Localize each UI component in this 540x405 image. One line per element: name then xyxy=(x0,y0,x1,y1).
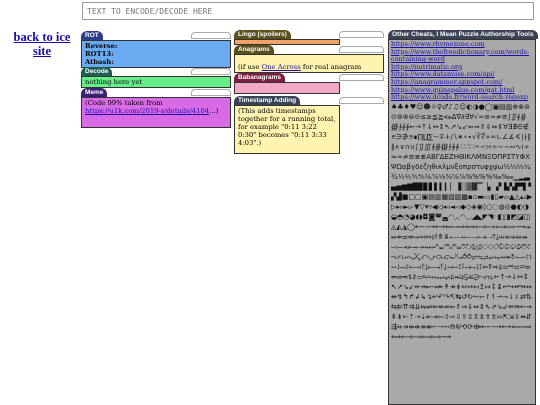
encode-decode-input[interactable] xyxy=(82,2,534,20)
meme-panel: Meme (Code 99% taken from https://u1k.co… xyxy=(81,88,231,128)
babanagrams-body xyxy=(234,82,340,94)
tool-link-dcode[interactable]: https://www.dcode.fr/word-search-regexp xyxy=(391,94,528,102)
tool-link-nutrimatic[interactable]: https://nutrimatic.org xyxy=(391,63,463,71)
lingo-panel: Lingo (spoilers) xyxy=(234,30,384,45)
timestamp-body: (This adds timestamps together for a run… xyxy=(234,105,340,154)
meme-text-after: ...) xyxy=(209,107,219,115)
decode-body: nothing here yet xyxy=(81,76,231,88)
decode-tab[interactable]: Decode xyxy=(81,67,113,76)
timestamp-panel: Timestamp Adding (This adds timestamps t… xyxy=(234,96,384,154)
tool-link-rhymezone[interactable]: https://www.rhymezone.com xyxy=(391,41,485,48)
anagrams-text-after: for real anagram cheating...) xyxy=(238,63,362,72)
decode-panel: Decode nothing here yet xyxy=(81,67,231,89)
anagrams-panel: Anagrams (if use One Across for real ana… xyxy=(234,45,384,73)
anagrams-mini-tab[interactable] xyxy=(339,46,384,53)
meme-mini-tab[interactable] xyxy=(191,89,231,96)
tool-link-thefreedictionary[interactable]: https://www.thefreedictionary.com/words-… xyxy=(391,48,530,64)
rot-row-rot13: ROT13: xyxy=(85,50,227,58)
meme-body: (Code 99% taken from https://u1k.com/201… xyxy=(81,97,231,128)
rot-body: Reverse: ROT13: Atbash: xyxy=(81,40,231,68)
tool-link-datamuse[interactable]: https://www.datamuse.com/api/ xyxy=(391,71,495,79)
babanagrams-tab[interactable]: Babanagrams xyxy=(234,73,285,82)
rot-mini-tab[interactable] xyxy=(191,32,231,39)
unicode-symbol-palette[interactable]: ♠♣♦♥☺☻☼♀♂♪♫☺◐◑●◯▣▤▥⊕⊗⊘⊙⊚⊛⊜⊝≤≥≦≧⪪⪫∆∇∂∃∀√∞… xyxy=(391,102,533,341)
anagrams-text-before: (if use xyxy=(238,63,262,71)
rot-panel: ROT Reverse: ROT13: Atbash: xyxy=(81,31,231,68)
decode-text: nothing here yet xyxy=(85,78,143,86)
meme-text-before: (Code 99% taken from xyxy=(85,99,163,107)
meme-source-link[interactable]: https://u1k.com/2019-s/details/4104 xyxy=(85,107,210,115)
meme-tab[interactable]: Meme xyxy=(81,88,108,97)
lingo-tab[interactable]: Lingo (spoilers) xyxy=(234,30,291,39)
rot-reverse-label: Reverse: xyxy=(85,42,118,50)
tools-tab[interactable]: Other Cheats, I Mean Puzzle Authorship T… xyxy=(388,30,538,39)
lingo-mini-tab[interactable] xyxy=(339,31,384,38)
rot-atbash-label: Atbash: xyxy=(85,58,114,66)
tools-panel: Other Cheats, I Mean Puzzle Authorship T… xyxy=(388,30,538,405)
rot-tab[interactable]: ROT xyxy=(81,31,103,40)
babanagrams-mini-tab[interactable] xyxy=(339,74,384,81)
timestamp-mini-tab[interactable] xyxy=(339,97,384,104)
lingo-body xyxy=(234,39,340,45)
timestamp-text: (This adds timestamps together for a run… xyxy=(238,107,336,147)
timestamp-tab[interactable]: Timestamp Adding xyxy=(234,96,301,105)
tools-links: https://www.rhymezone.com https://www.th… xyxy=(391,41,533,102)
anagrams-body: (if use One Across for real anagram chea… xyxy=(234,54,384,73)
tool-link-quinapalus[interactable]: https://www.quinapalus.com/qat.html xyxy=(391,86,515,94)
tools-body: https://www.rhymezone.com https://www.th… xyxy=(388,39,536,405)
back-to-ice-site-link[interactable]: back to ice site xyxy=(13,30,71,58)
decode-mini-tab[interactable] xyxy=(191,68,231,75)
babanagrams-panel: Babanagrams xyxy=(234,73,384,94)
anagrams-tab[interactable]: Anagrams xyxy=(234,45,274,54)
rot-rot13-label: ROT13: xyxy=(85,50,114,58)
one-across-link[interactable]: One Across xyxy=(261,63,301,71)
rot-row-reverse: Reverse: xyxy=(85,42,227,50)
rot-row-atbash: Atbash: xyxy=(85,58,227,66)
tool-link-anagrammer[interactable]: https://anagrammer.appspot.com/ xyxy=(391,78,503,86)
